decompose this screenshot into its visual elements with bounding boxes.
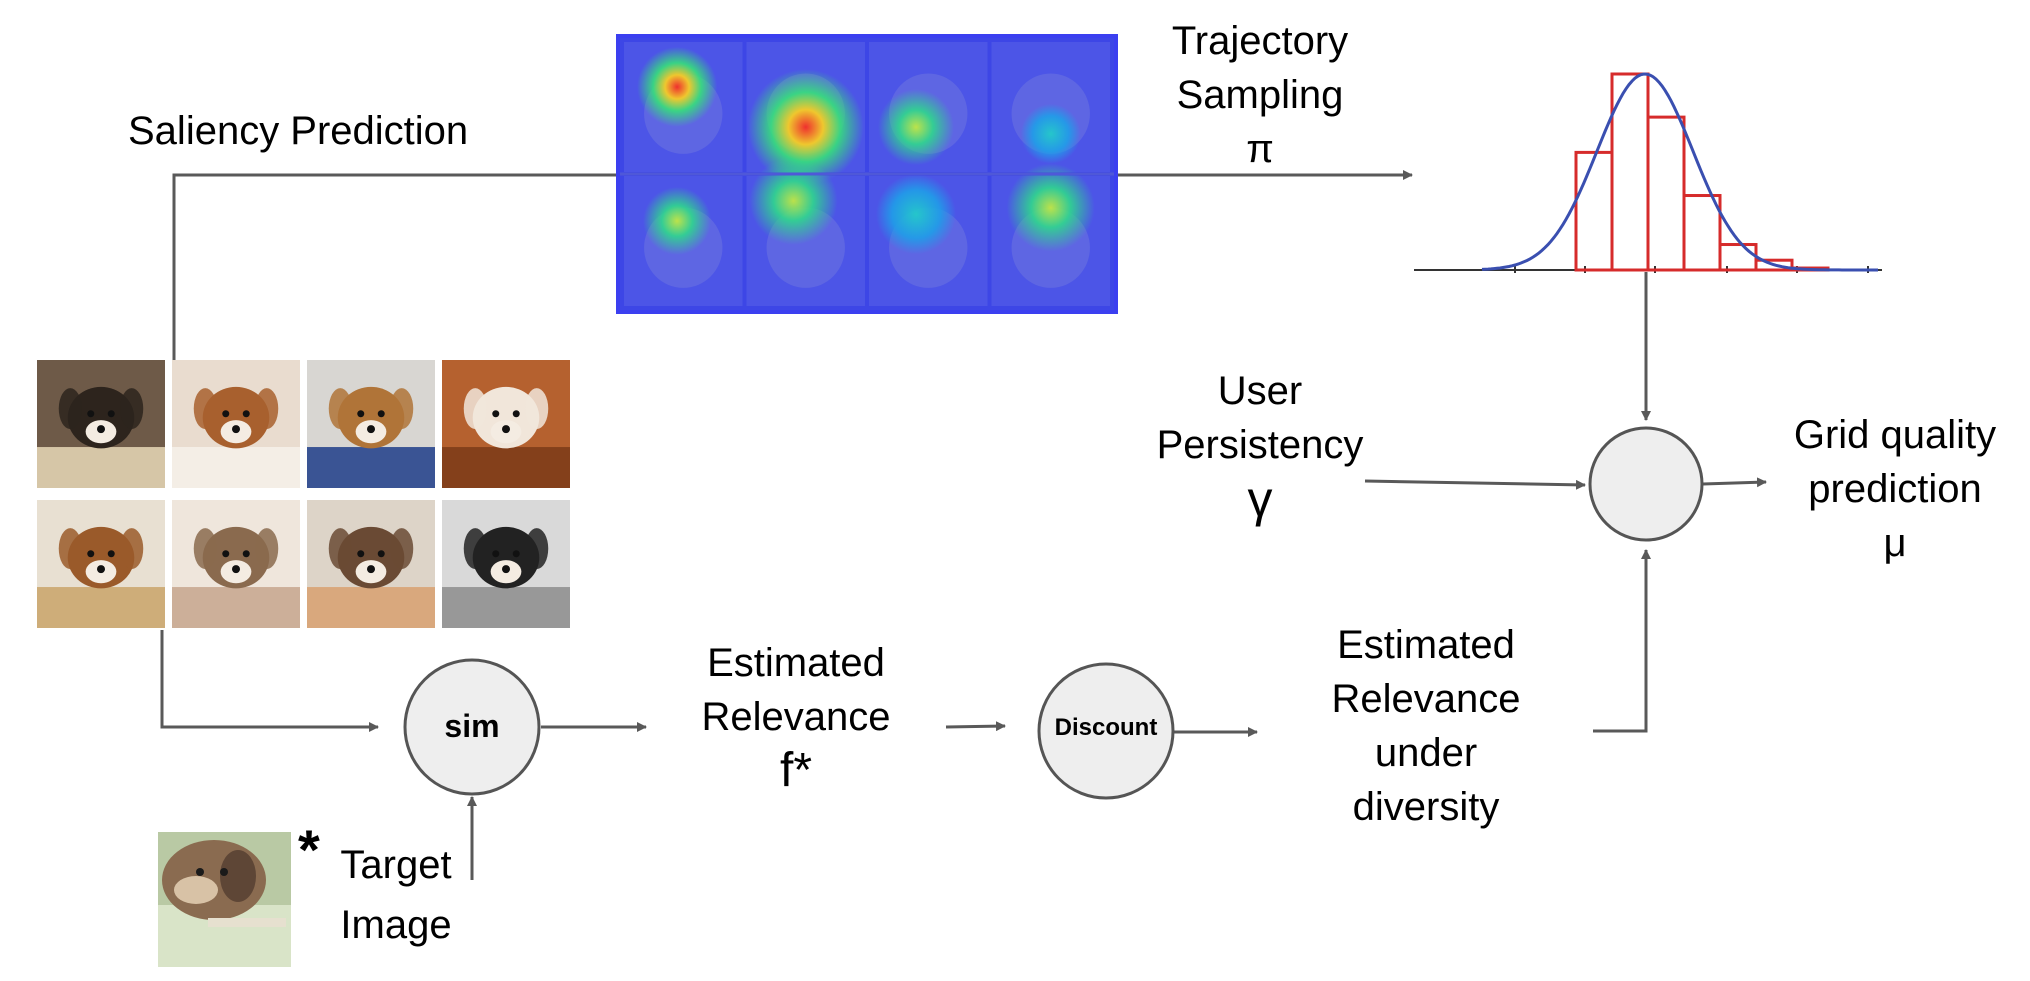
distribution-bar-7 [1718,243,1758,272]
saliency-cell-4 [991,42,1110,172]
saliency-cell-1 [624,42,743,172]
saliency-cell-6 [746,156,865,306]
distribution-curve [1481,72,1878,272]
est-div-line3: under [1374,731,1478,775]
saliency-cell-5 [624,176,743,306]
trajectory-distribution-chart [1414,72,1882,273]
puppy-image-8 [442,500,570,628]
saliency-heatmap-panel [616,34,1118,314]
target-label-line2: Image [340,903,452,947]
trajectory-symbol: π [1246,127,1274,171]
puppy-image-7 [307,500,435,628]
sim-node [403,658,541,796]
saliency-cell-7 [869,174,988,306]
combine-node [1588,426,1704,542]
user-label-line2: Persistency [1156,423,1364,467]
saliency-cell-3 [869,42,988,172]
grid-symbol: μ [1883,521,1907,565]
puppy-image-4 [442,360,570,488]
grid-quality-label: Grid quality prediction μ [1770,408,2020,570]
discount-node [1037,662,1175,800]
discount-node-label: Discount [1054,714,1158,741]
trajectory-label-line1: Trajectory [1171,19,1349,63]
puppy-image-6 [172,500,300,628]
connectors [160,170,1767,880]
puppy-image-5 [37,500,165,628]
grid-label-line2: prediction [1808,467,1982,511]
arrow-grid-to-saliency [172,173,618,362]
puppy-image-3 [307,360,435,488]
est-rel-symbol: f* [779,744,812,797]
user-label-line1: User [1217,369,1303,413]
estimated-relevance-diversity-label: Estimated Relevance under diversity [1286,618,1566,834]
user-persistency-label: User Persistency γ [1120,364,1400,526]
arrow-relevance-to-discount [945,721,1006,732]
trajectory-label-line2: Sampling [1176,73,1344,117]
arrow-diversity-to-combine [1593,549,1651,733]
trajectory-sampling-label: Trajectory Sampling π [1120,14,1400,176]
target-image [158,832,291,967]
target-image-label: Target Image [316,838,476,952]
sim-node-label: sim [444,708,500,744]
grid-label-line1: Grid quality [1793,413,1997,457]
est-div-line1: Estimated [1337,623,1515,667]
arrow-grid-to-sim [160,630,379,732]
target-star: * [298,818,320,881]
estimated-relevance-label: Estimated Relevance f* [656,636,936,798]
distribution-bar-6 [1682,194,1722,272]
saliency-cells [618,42,1116,306]
est-div-line4: diversity [1352,785,1500,829]
distribution-bar-8 [1754,258,1794,272]
saliency-cell-2 [746,42,865,186]
puppy-image-2 [172,360,300,488]
saliency-prediction-label: Saliency Prediction [128,109,469,153]
image-grid [37,360,570,628]
target-label-line1: Target [340,843,452,887]
arrow-combine-to-grid-quality [1702,477,1767,488]
distribution-bar-3 [1574,150,1614,272]
user-symbol: γ [1247,471,1273,527]
est-div-line2: Relevance [1331,677,1521,721]
saliency-cell-8 [991,163,1110,306]
est-rel-line2: Relevance [701,695,891,739]
est-rel-line1: Estimated [707,641,885,685]
puppy-image-1 [37,360,165,488]
distribution-bar-5 [1646,115,1686,272]
arrow-persistency-to-combine [1364,479,1586,490]
